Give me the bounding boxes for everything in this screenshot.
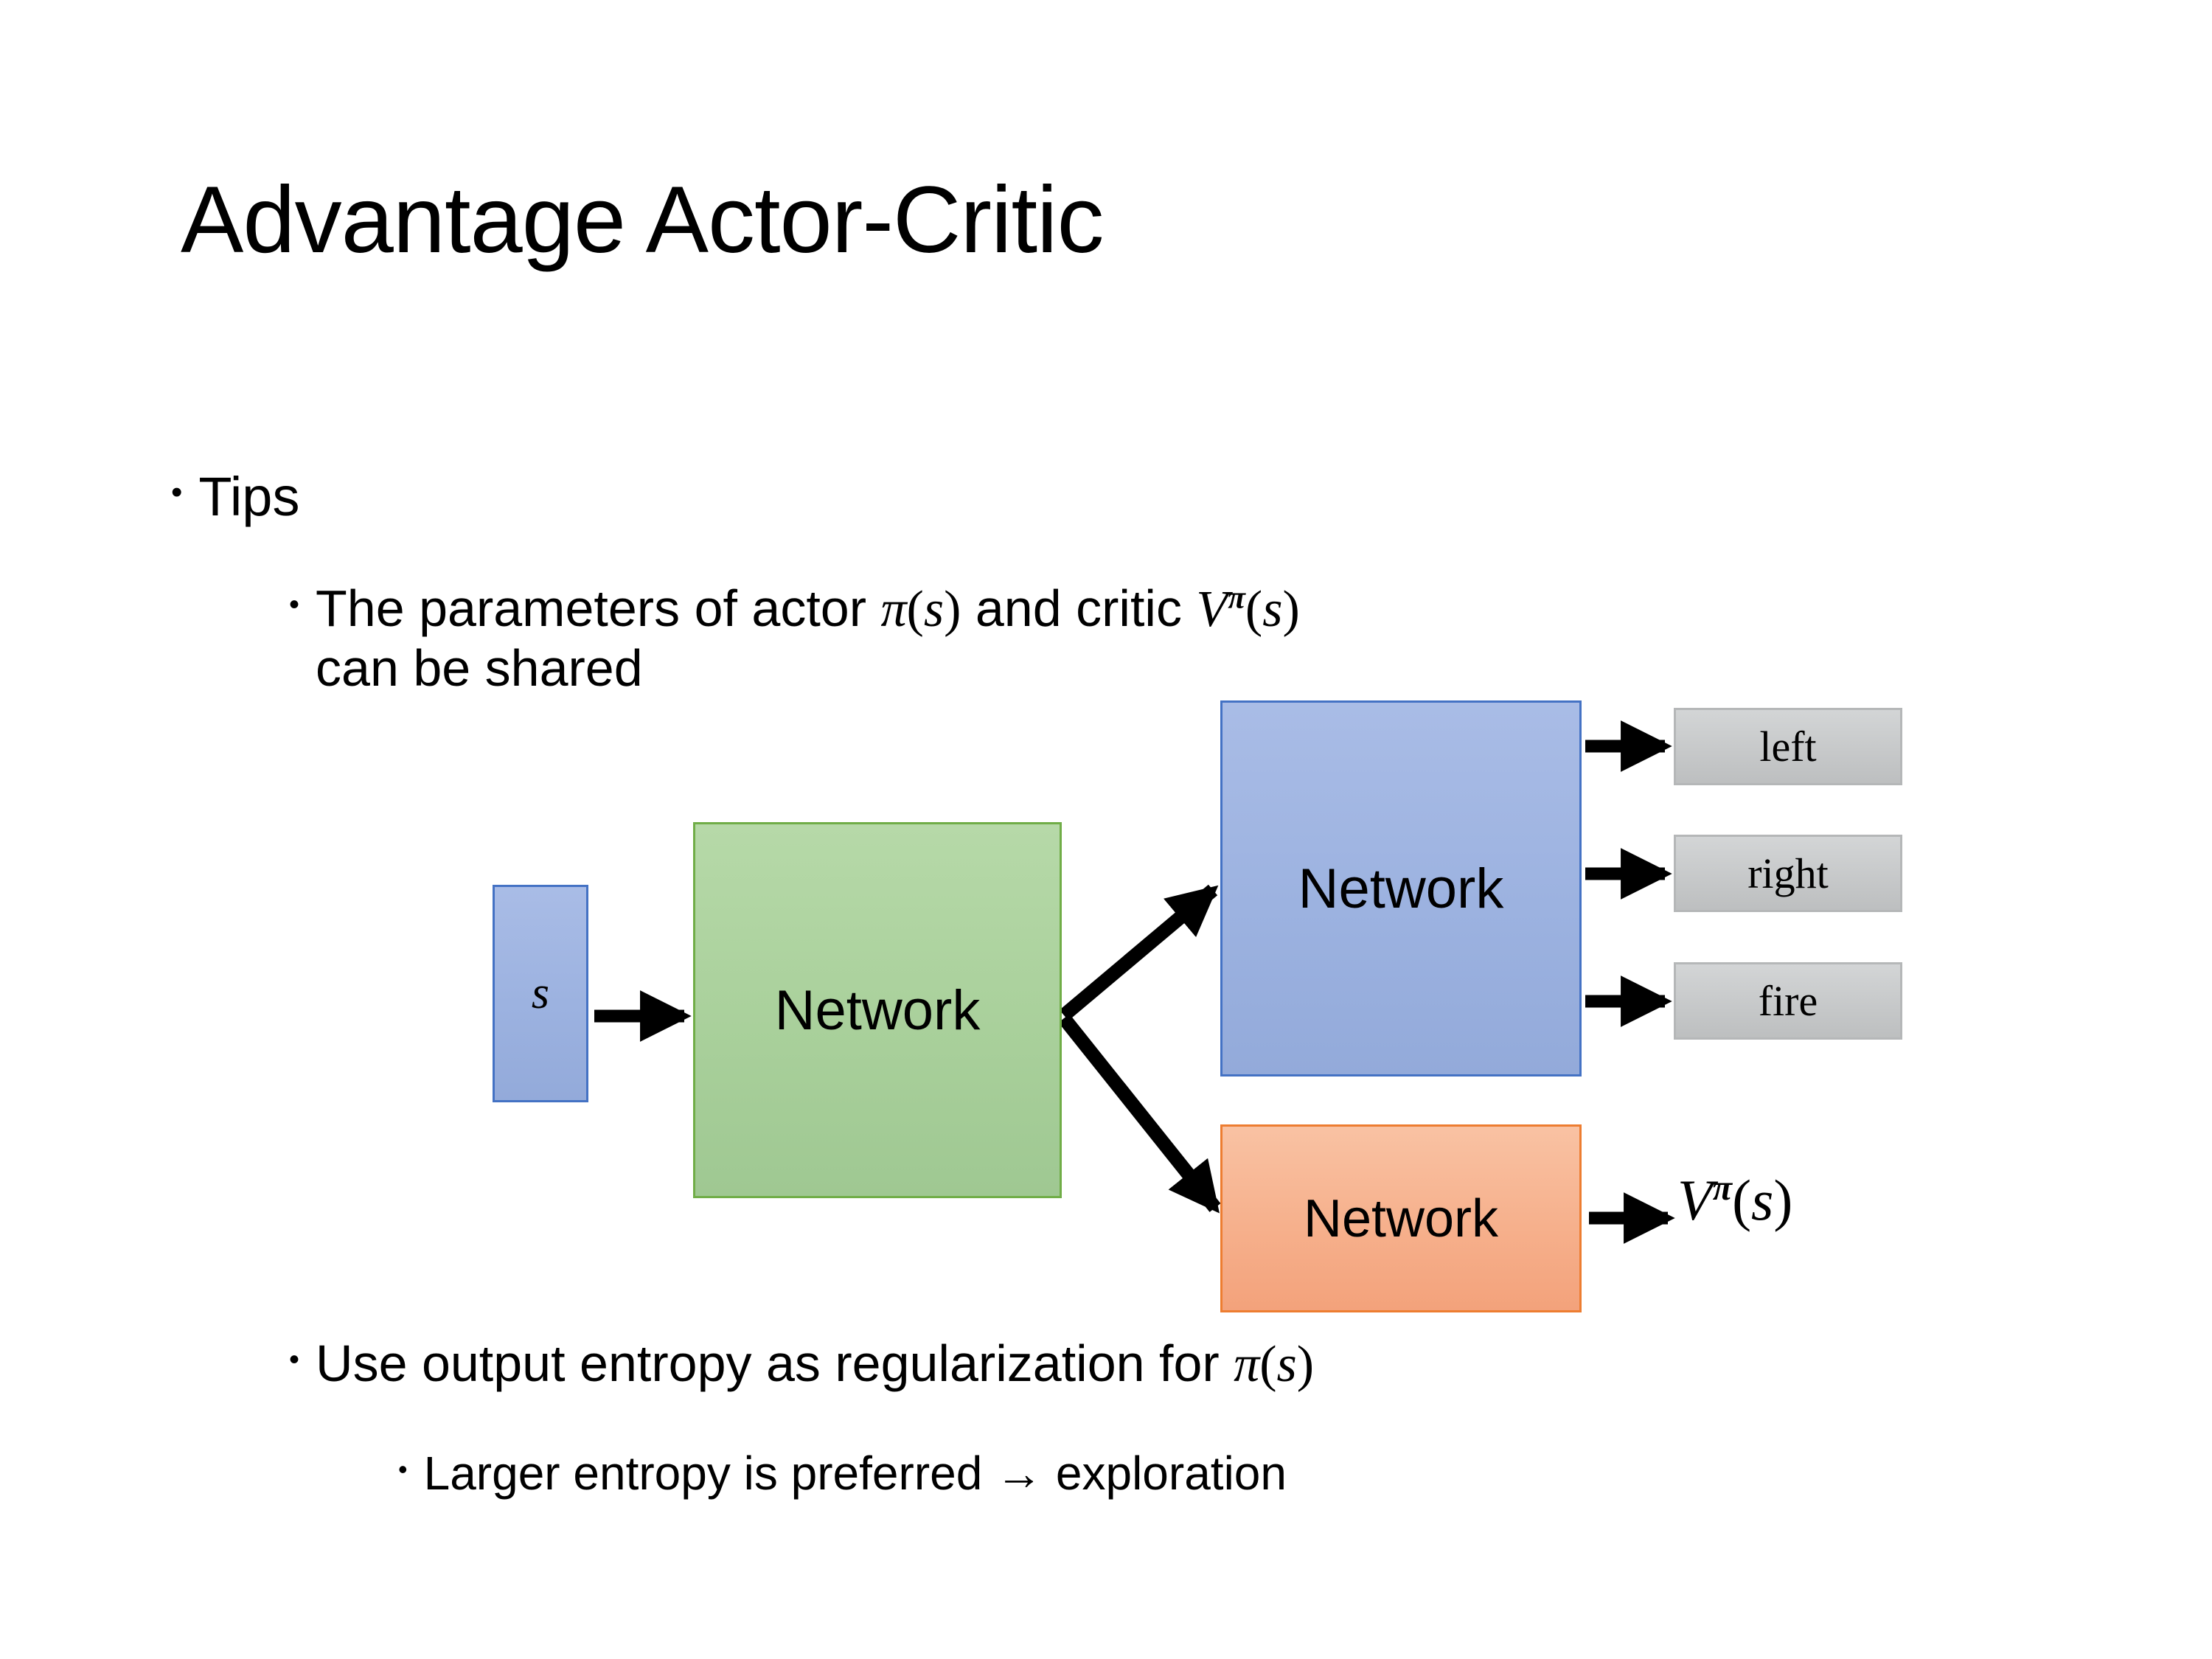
bullet-marker-icon: • [289, 588, 300, 621]
bullet-exploration-label: Larger entropy is preferred → exploratio… [423, 1447, 1287, 1500]
bullet-marker-icon: • [171, 474, 183, 510]
bullet-entropy-text: Use output entropy as regularization for… [316, 1335, 1314, 1394]
actor-policy-math: π(s) [880, 581, 961, 638]
actor-network-label: Network [1298, 857, 1504, 920]
output-action-right: right [1674, 835, 1902, 912]
state-label: s [531, 968, 550, 1018]
shared-middle-label: and critic [961, 580, 1197, 637]
critic-network-label: Network [1303, 1189, 1499, 1248]
bullet-shared-text: The parameters of actor π(s) and critic … [316, 580, 1952, 698]
bullet-exploration: • Larger entropy is preferred → explorat… [398, 1447, 1287, 1500]
node-actor-network: Network [1220, 700, 1582, 1077]
node-shared-network: Network [693, 822, 1062, 1198]
bullet-marker-icon: • [398, 1454, 408, 1484]
node-critic-network: Network [1220, 1124, 1582, 1312]
output-value-function: Vπ(s) [1677, 1166, 1792, 1234]
shared-prefix-label: The parameters of actor [316, 580, 881, 637]
arrow-shared-to-actor [1059, 884, 1219, 1021]
bullet-marker-icon: • [289, 1343, 300, 1376]
page-title: Advantage Actor-Critic [181, 167, 1104, 273]
shared-suffix-label: can be shared [316, 639, 643, 697]
entropy-prefix-label: Use output entropy as regularization for [316, 1335, 1234, 1392]
arrow-shared-to-critic [1058, 1014, 1221, 1214]
bullet-shared-parameters: • The parameters of actor π(s) and criti… [289, 580, 1952, 698]
critic-value-math: Vπ(s) [1196, 580, 1300, 638]
bullet-tips: • Tips [171, 466, 299, 528]
node-state-input: s [493, 885, 588, 1102]
value-function-math: Vπ(s) [1677, 1168, 1793, 1232]
output-action-fire: fire [1674, 962, 1902, 1040]
entropy-policy-math: π(s) [1234, 1336, 1315, 1393]
bullet-tips-label: Tips [198, 466, 300, 527]
bullet-entropy-regularization: • Use output entropy as regularization f… [289, 1335, 1314, 1394]
output-action-left: left [1674, 708, 1902, 785]
shared-network-label: Network [774, 978, 981, 1042]
